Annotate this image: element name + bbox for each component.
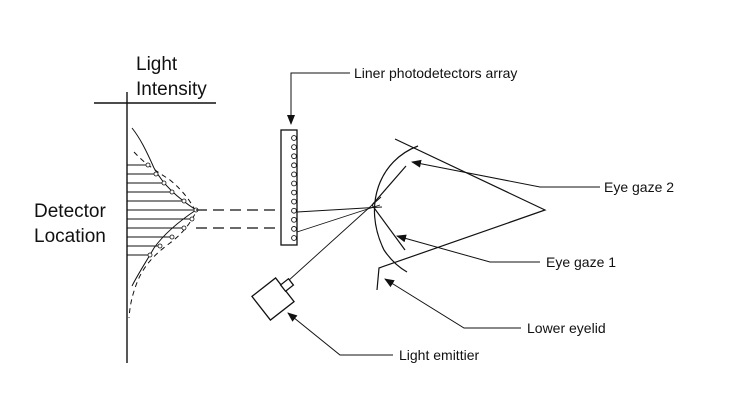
- reflected-ray-bottom: [296, 204, 381, 233]
- level-node: [169, 189, 175, 195]
- photodetector-element: [291, 162, 297, 169]
- light-emitter-leader: [287, 312, 393, 356]
- emitter-ray: [287, 196, 382, 282]
- photodetector-element: [291, 226, 297, 232]
- photodetector-element: [291, 216, 297, 223]
- y-axis-label-light: Light: [136, 54, 178, 75]
- photodetector-element: [291, 235, 297, 241]
- intensity-curves: [128, 127, 197, 319]
- light-emitter: [251, 277, 295, 321]
- photodetector-element: [291, 171, 297, 178]
- gaze-line-1: [371, 204, 406, 251]
- light-rays: [287, 196, 383, 282]
- leader-lines: [287, 72, 600, 356]
- photodetector-element: [291, 207, 297, 214]
- level-node: [181, 225, 187, 231]
- eye-gaze-1-leader: [396, 234, 540, 263]
- detector-array-leader: [287, 72, 350, 125]
- photodetector-element: [291, 135, 297, 141]
- level-node: [147, 252, 153, 258]
- eye: [371, 138, 547, 291]
- level-lines: [127, 162, 199, 258]
- level-node: [157, 243, 163, 249]
- light-emitter-nozzle: [279, 277, 295, 293]
- level-node: [153, 171, 159, 177]
- level-node: [181, 198, 187, 204]
- intensity-curve-dashed: [128, 151, 197, 319]
- lower-eyelid-leader: [384, 278, 521, 329]
- photodetector-element: [291, 144, 297, 150]
- reflected-ray-top: [296, 206, 383, 213]
- level-node: [161, 180, 167, 186]
- eyelid-curve: [376, 138, 547, 291]
- eye-curve: [373, 145, 419, 273]
- eye-gaze-2-label: Eye gaze 2: [604, 179, 675, 195]
- eye-gaze-1-label: Eye gaze 1: [546, 254, 617, 270]
- photodetector-array: [280, 129, 298, 246]
- intensity-curve-solid: [131, 127, 197, 287]
- eye-gaze-2-leader: [411, 159, 600, 188]
- photodetector-element: [291, 153, 297, 160]
- x-axis-label-detector: Detector: [34, 201, 106, 222]
- gaze-line-2: [371, 165, 407, 206]
- level-node: [189, 216, 195, 222]
- y-axis-label-intensity: Intensity: [136, 79, 207, 100]
- photodetector-element: [291, 180, 297, 187]
- x-axis-label-location: Location: [34, 226, 106, 247]
- light-emitter-label: Light emittier: [399, 347, 480, 363]
- photodetector-element: [291, 198, 297, 205]
- level-node: [145, 162, 151, 168]
- level-node: [169, 234, 175, 240]
- lower-eyelid-label: Lower eyelid: [527, 320, 606, 336]
- photodetector-elements: [291, 135, 297, 241]
- photodetector-element: [291, 189, 297, 196]
- detector-array-label: Liner photodetectors array: [354, 65, 518, 81]
